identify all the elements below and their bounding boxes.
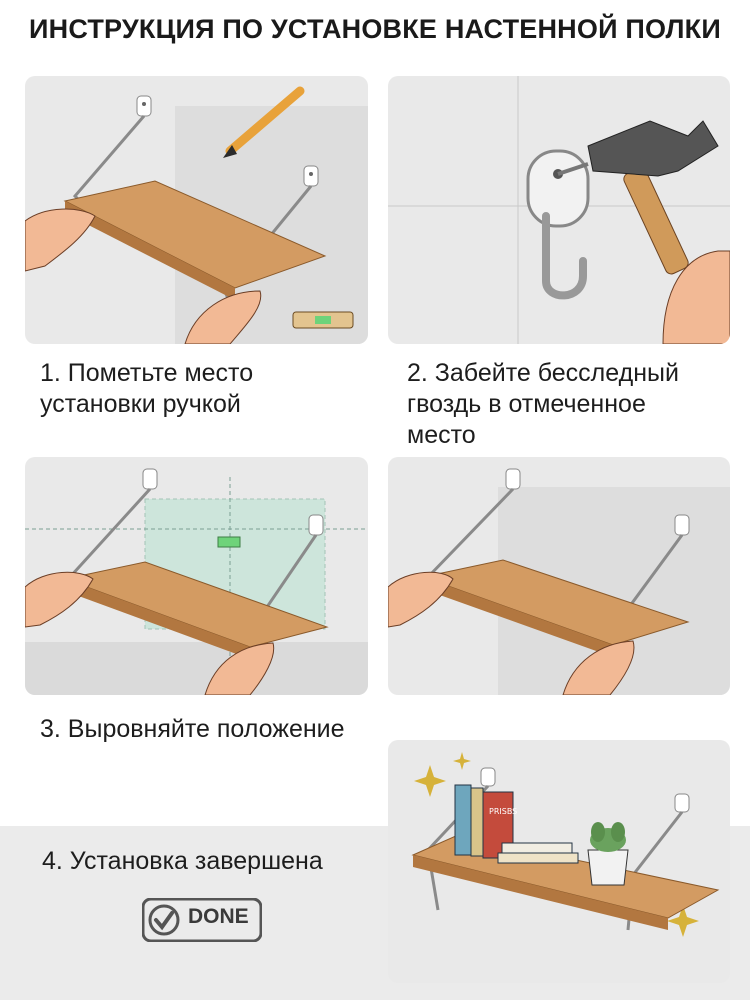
right-hand bbox=[204, 642, 275, 695]
step3-caption: 3. Выровняйте положение bbox=[40, 714, 345, 745]
step4-illustration: PRISBS bbox=[388, 740, 730, 983]
wall-hook-icon bbox=[505, 468, 521, 490]
step3-illustration bbox=[25, 457, 368, 695]
step2-line2: гвоздь в отмеченное bbox=[407, 390, 646, 418]
books-icon: PRISBS bbox=[454, 784, 579, 864]
step1-caption: 1. Пометьте место установки ручкой bbox=[40, 358, 253, 420]
wall-hook-icon bbox=[303, 165, 319, 187]
step1-line2: установки ручкой bbox=[40, 390, 241, 418]
step1-line1: 1. Пометьте место bbox=[40, 359, 254, 387]
step3-result-illustration bbox=[388, 457, 730, 695]
hand bbox=[662, 250, 730, 344]
step4-line1: 4. Установка завершена bbox=[42, 847, 323, 875]
sparkle-icon bbox=[414, 752, 699, 937]
wall-hook-icon bbox=[674, 793, 690, 813]
step2-illustration bbox=[388, 76, 730, 344]
done-label: DONE bbox=[188, 905, 249, 928]
book-title: PRISBS bbox=[489, 807, 517, 816]
wooden-shelf bbox=[421, 559, 690, 646]
wall-hook-icon bbox=[674, 514, 690, 536]
potted-plant-icon bbox=[587, 822, 629, 886]
step2-line1: 2. Забейте бесследный bbox=[407, 359, 679, 387]
done-badge-icon bbox=[142, 898, 262, 942]
left-hand bbox=[25, 208, 96, 272]
page-title: ИНСТРУКЦИЯ ПО УСТАНОВКЕ НАСТЕННОЙ ПОЛКИ bbox=[29, 14, 721, 44]
step1-illustration bbox=[25, 76, 368, 344]
right-hand bbox=[184, 290, 262, 344]
right-hand bbox=[562, 640, 635, 695]
wall-hook-icon bbox=[308, 514, 324, 536]
left-hand bbox=[388, 571, 454, 628]
wooden-shelf bbox=[63, 561, 329, 648]
step2-line3: место bbox=[407, 421, 476, 449]
wall-hook-icon bbox=[136, 95, 152, 117]
wall-hook-icon bbox=[142, 468, 158, 490]
spirit-level-icon bbox=[292, 311, 354, 329]
hook-nail-icon bbox=[526, 149, 590, 300]
pencil-icon bbox=[223, 86, 305, 158]
hammer-icon bbox=[587, 120, 719, 275]
step3-line1: 3. Выровняйте положение bbox=[40, 715, 345, 743]
step2-caption: 2. Забейте бесследный гвоздь в отмеченно… bbox=[407, 358, 679, 451]
wall-hook-icon bbox=[480, 767, 496, 787]
step4-caption: 4. Установка завершена bbox=[42, 846, 323, 877]
left-hand bbox=[25, 571, 94, 628]
